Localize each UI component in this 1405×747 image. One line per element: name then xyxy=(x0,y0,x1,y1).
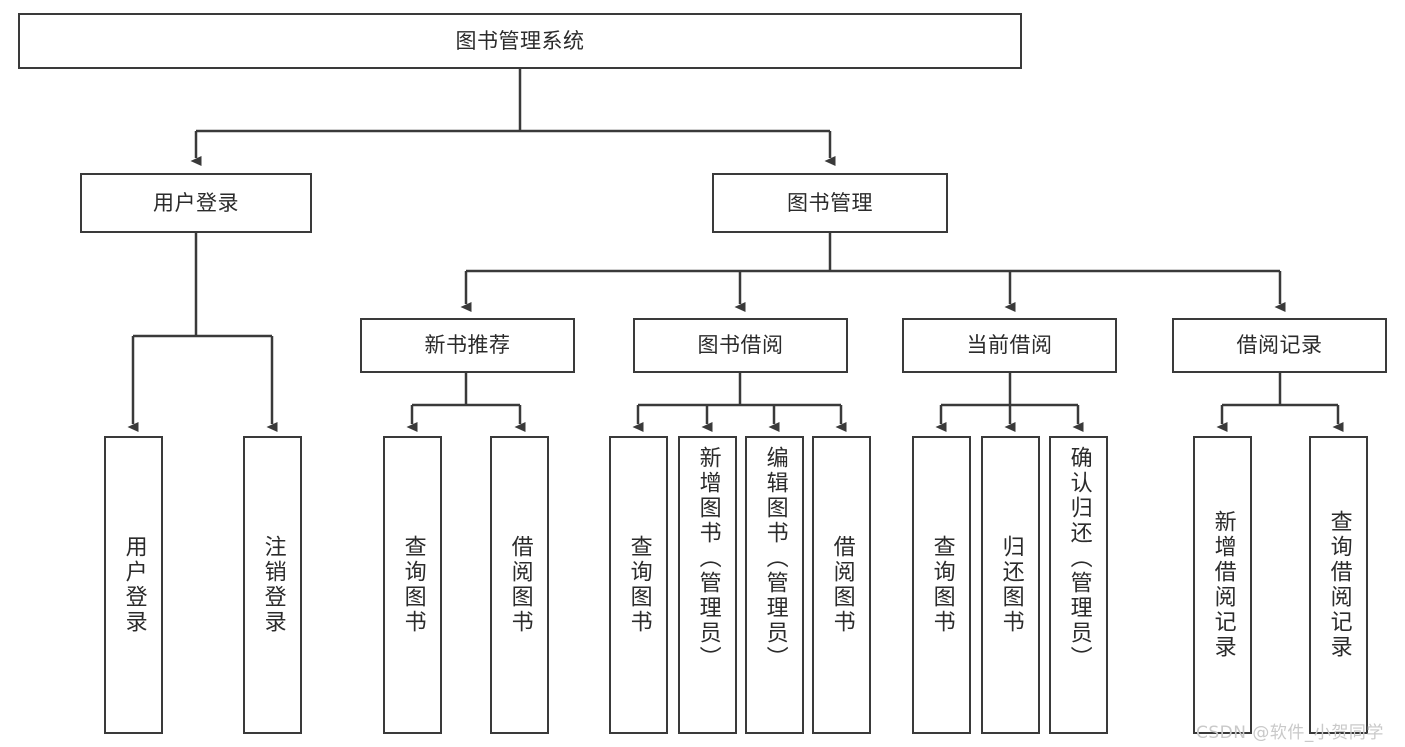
node-label: 用户登录 xyxy=(121,535,147,635)
node-book-management[interactable]: 图书管理 xyxy=(712,173,948,233)
csdn-watermark: CSDN @软件_小贺同学 xyxy=(1196,723,1384,743)
node-label: 新增借阅记录 xyxy=(1210,510,1236,660)
node-label: 新增图书（管理员） xyxy=(695,446,721,671)
leaf-book-borrow-edit[interactable]: 编辑图书（管理员） xyxy=(745,436,804,734)
node-label: 当前借阅 xyxy=(966,333,1053,358)
leaf-current-borrow-query[interactable]: 查询图书 xyxy=(912,436,971,734)
leaf-borrow-record-add[interactable]: 新增借阅记录 xyxy=(1193,436,1252,734)
node-label: 查询图书 xyxy=(626,535,652,635)
node-label: 用户登录 xyxy=(153,190,239,215)
leaf-current-borrow-confirm-return[interactable]: 确认归还（管理员） xyxy=(1049,436,1108,734)
leaf-current-borrow-return[interactable]: 归还图书 xyxy=(981,436,1040,734)
node-label: 查询借阅记录 xyxy=(1326,510,1352,660)
leaf-book-borrow-borrow[interactable]: 借阅图书 xyxy=(812,436,871,734)
node-label: 新书推荐 xyxy=(424,333,511,358)
node-label: 借阅图书 xyxy=(507,535,533,635)
node-label: 图书借阅 xyxy=(697,333,784,358)
leaf-new-book-borrow[interactable]: 借阅图书 xyxy=(490,436,549,734)
node-label: 图书管理系统 xyxy=(455,28,585,53)
node-label: 确认归还（管理员） xyxy=(1066,446,1092,671)
node-user-login[interactable]: 用户登录 xyxy=(80,173,312,233)
leaf-book-borrow-add[interactable]: 新增图书（管理员） xyxy=(678,436,737,734)
leaf-user-login-logout[interactable]: 注销登录 xyxy=(243,436,302,734)
leaf-new-book-query[interactable]: 查询图书 xyxy=(383,436,442,734)
leaf-user-login-login[interactable]: 用户登录 xyxy=(104,436,163,734)
node-label: 归还图书 xyxy=(998,535,1024,635)
node-label: 注销登录 xyxy=(260,535,286,635)
node-label: 借阅图书 xyxy=(829,535,855,635)
node-label: 查询图书 xyxy=(400,535,426,635)
leaf-borrow-record-query[interactable]: 查询借阅记录 xyxy=(1309,436,1368,734)
node-label: 借阅记录 xyxy=(1236,333,1323,358)
leaf-book-borrow-query[interactable]: 查询图书 xyxy=(609,436,668,734)
node-label: 查询图书 xyxy=(929,535,955,635)
node-label: 编辑图书（管理员） xyxy=(762,446,788,671)
node-label: 图书管理 xyxy=(787,190,873,215)
node-root-system[interactable]: 图书管理系统 xyxy=(18,13,1022,69)
node-book-borrow[interactable]: 图书借阅 xyxy=(633,318,848,373)
node-new-book-recommend[interactable]: 新书推荐 xyxy=(360,318,575,373)
node-current-borrow[interactable]: 当前借阅 xyxy=(902,318,1117,373)
node-borrow-record[interactable]: 借阅记录 xyxy=(1172,318,1387,373)
